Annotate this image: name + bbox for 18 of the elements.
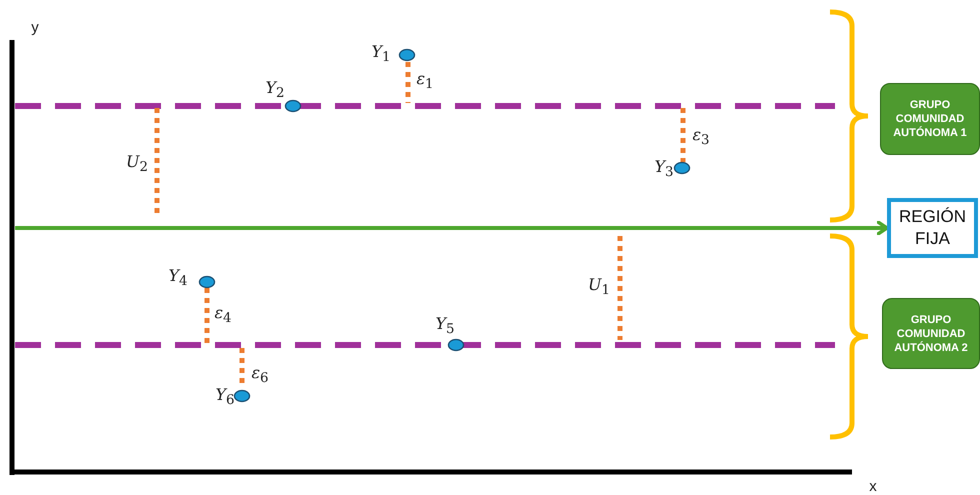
variable-label: Y$_{4}$ [168, 266, 188, 292]
group-box: GRUPO COMUNIDAD AUTÓNOMA 1 [880, 83, 980, 155]
variable-label: Y$_{2}$ [265, 78, 285, 104]
variable-label: ε$_{1}$ [416, 70, 434, 94]
variable-label: Y$_{1}$ [371, 42, 391, 68]
group-box: GRUPO COMUNIDAD AUTÓNOMA 2 [882, 298, 980, 369]
axis-label: x [869, 478, 877, 495]
variable-label: ε$_{3}$ [692, 126, 710, 150]
arrow [15, 220, 889, 236]
fixed-region-box: REGIÓN FIJA [887, 198, 978, 258]
variable-label: ε$_{4}$ [214, 304, 232, 328]
variable-label: Y$_{6}$ [215, 386, 235, 410]
variable-label: Y$_{3}$ [654, 158, 674, 182]
axis-label: y [31, 19, 39, 37]
variable-label: U$_{1}$ [588, 276, 610, 300]
variable-label: Y$_{5}$ [435, 314, 455, 340]
variable-label: ε$_{6}$ [251, 364, 269, 388]
variable-label: U$_{2}$ [126, 152, 148, 178]
